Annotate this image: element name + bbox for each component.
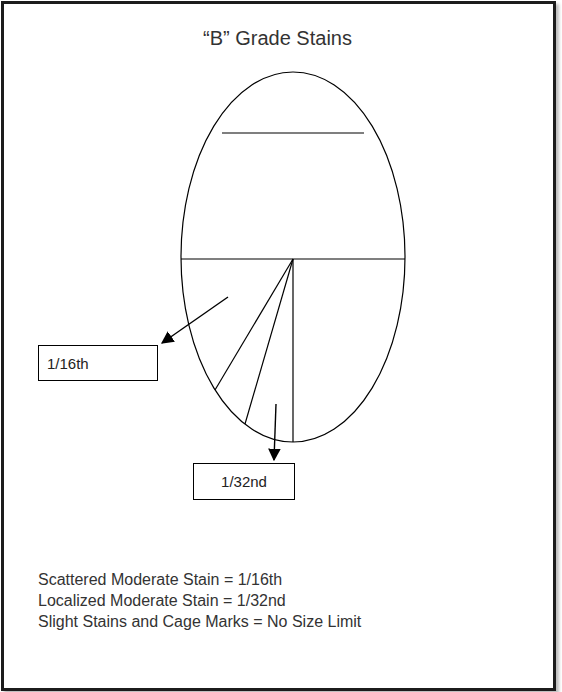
- size-box: 1/32nd: [193, 463, 295, 500]
- size-label: 1/32nd: [221, 473, 267, 490]
- leader-arrow: [274, 404, 276, 460]
- note-text: Localized Moderate Stain = 1/32nd: [38, 591, 510, 611]
- leader-arrow: [162, 297, 228, 343]
- diagram-title: “B” Grade Stains: [203, 27, 352, 50]
- size-box: 1/16th: [38, 345, 158, 381]
- top-division-line: [222, 132, 364, 133]
- egg-outline: [181, 72, 405, 442]
- note-text: Slight Stains and Cage Marks = No Size L…: [38, 612, 510, 632]
- size-label: 1/16th: [47, 355, 89, 372]
- note-text: Scattered Moderate Stain = 1/16th: [38, 570, 510, 590]
- wedge-line: [245, 259, 293, 424]
- vertical-division-line: [292, 259, 293, 442]
- wedge-line: [215, 259, 293, 390]
